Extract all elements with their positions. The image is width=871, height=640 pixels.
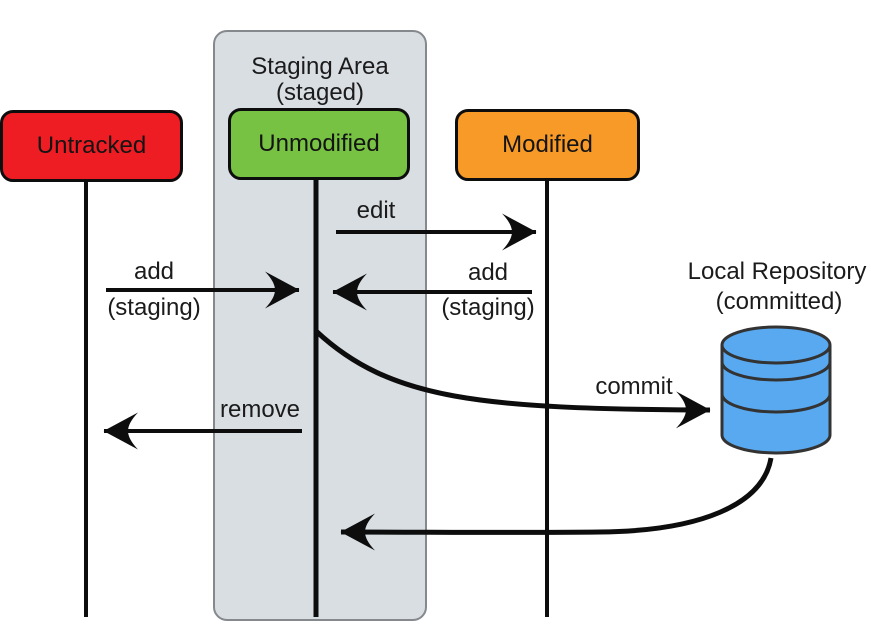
state-box-untracked-label: Untracked bbox=[36, 132, 147, 159]
database-cylinder-icon bbox=[720, 325, 832, 455]
database-body bbox=[720, 345, 832, 455]
label-edit: edit bbox=[356, 197, 396, 224]
database-separator-2 bbox=[720, 393, 832, 414]
database-separator-1 bbox=[720, 361, 832, 382]
state-box-modified-label: Modified bbox=[502, 131, 593, 158]
arrow-checkout-return bbox=[340, 457, 774, 551]
repository-label-line2: (committed) bbox=[715, 288, 843, 315]
staging-area-title-line2: (staged) bbox=[275, 79, 365, 106]
repository-label-line1: Local Repository bbox=[687, 258, 867, 285]
staging-area-title-line1: Staging Area bbox=[251, 53, 389, 80]
label-add-from-untracked-sub: (staging) bbox=[107, 294, 201, 321]
database-top bbox=[720, 325, 832, 365]
arrow-commit bbox=[314, 329, 711, 429]
label-add-from-modified: add bbox=[467, 259, 509, 286]
state-box-modified: Modified bbox=[455, 109, 640, 181]
state-box-untracked: Untracked bbox=[0, 110, 183, 182]
state-box-unmodified-label: Unmodified bbox=[258, 130, 380, 157]
label-add-from-untracked: add bbox=[133, 258, 175, 285]
label-commit: commit bbox=[595, 373, 673, 400]
label-add-from-modified-sub: (staging) bbox=[441, 294, 535, 321]
label-remove: remove bbox=[219, 396, 301, 423]
state-box-unmodified: Unmodified bbox=[228, 108, 410, 180]
